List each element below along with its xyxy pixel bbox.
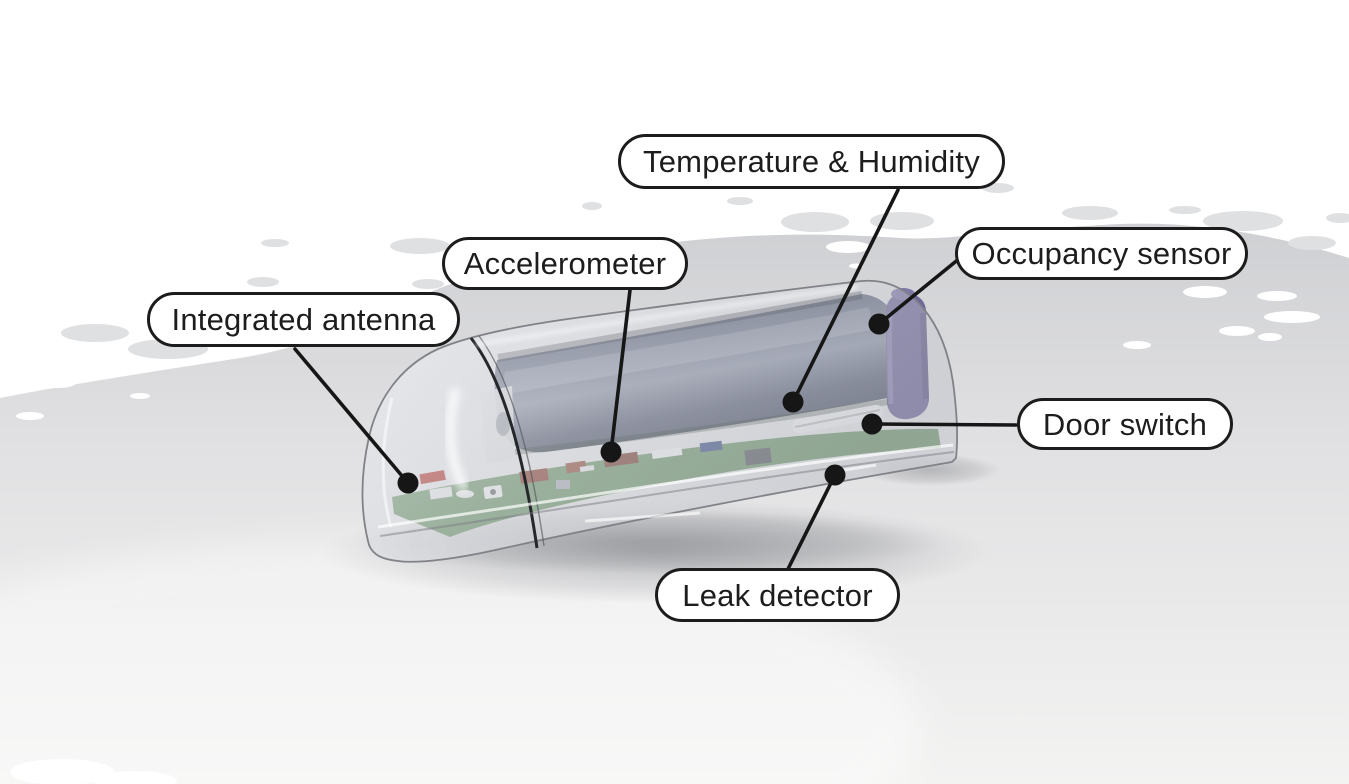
callout-dots xyxy=(397,313,890,494)
callout-accelerometer: Accelerometer xyxy=(442,237,688,290)
ridge-highlight xyxy=(474,285,859,347)
callout-dot-door-switch xyxy=(861,413,883,435)
leader-line-occupancy-sensor xyxy=(877,256,962,326)
enclosure-details xyxy=(377,285,955,549)
callout-dot-temperature-humidity xyxy=(782,391,804,413)
shell-seam-line xyxy=(469,337,539,549)
base-slot-left xyxy=(584,511,701,523)
callout-dot-integrated-antenna xyxy=(397,472,419,494)
leader-lines xyxy=(293,188,1018,571)
callout-label: Temperature & Humidity xyxy=(643,144,980,179)
callout-label: Accelerometer xyxy=(463,246,667,281)
leader-line-integrated-antenna xyxy=(293,347,410,485)
callout-label: Occupancy sensor xyxy=(971,236,1232,271)
callout-leak-detector: Leak detector xyxy=(655,568,900,622)
callout-door-switch: Door switch xyxy=(1017,398,1233,450)
callout-dot-occupancy-sensor xyxy=(868,313,890,335)
base-skirt-top xyxy=(377,443,954,529)
base-skirt-bottom xyxy=(379,451,955,537)
callout-label: Door switch xyxy=(1042,406,1208,442)
shell-reflection xyxy=(445,387,468,491)
callout-label: Integrated antenna xyxy=(171,302,436,337)
callout-occupancy-sensor: Occupancy sensor xyxy=(955,227,1248,280)
base-slot-right xyxy=(837,463,877,473)
callout-integrated-antenna: Integrated antenna xyxy=(147,292,460,347)
sensor-device xyxy=(361,279,958,563)
enclosure-shell xyxy=(361,279,958,563)
callout-dot-leak-detector xyxy=(824,464,846,486)
leader-line-leak-detector xyxy=(786,473,837,571)
callout-label: Leak detector xyxy=(682,577,873,613)
callout-temperature-humidity: Temperature & Humidity xyxy=(618,134,1005,189)
leader-line-accelerometer xyxy=(609,288,632,454)
callout-dot-accelerometer xyxy=(600,441,622,463)
leader-line-door-switch xyxy=(870,422,1018,427)
leader-line-temperature-humidity xyxy=(791,188,900,404)
